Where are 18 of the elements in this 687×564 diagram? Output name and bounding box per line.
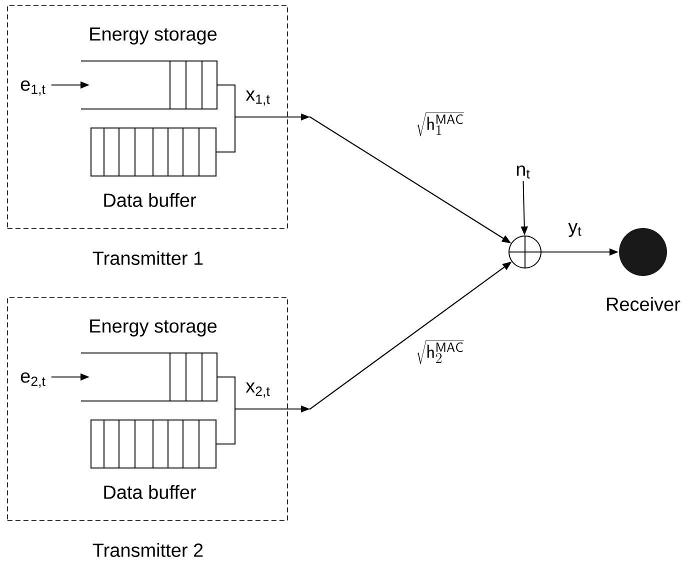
edge-label: y$_{t}$ — [567, 222, 583, 238]
node-label: Transmitter 1 — [92, 251, 203, 265]
energy-storage-queue: Energy storage — [80, 320, 218, 402]
adder-circle — [508, 236, 542, 268]
node-label: Transmitter 2 — [92, 543, 203, 557]
data-buffer-queue: Data buffer — [90, 128, 216, 207]
node-label: Receiver — [607, 297, 680, 311]
noise-label: n$_{t}$ — [516, 166, 530, 178]
edge-label: x$_{2,t}$ — [244, 381, 272, 399]
edge-label: x$_{1,t}$ — [244, 90, 272, 106]
edge-label: $\sqrt{\mathsf{h}_2^{\mathsf{MAC}}}$ — [415, 338, 465, 366]
symbol-label: e$_{2,t}$ — [20, 372, 46, 388]
edge-label: $\sqrt{\mathsf{h}_1^{\mathsf{MAC}}}$ — [415, 110, 465, 138]
symbol-label: e$_{1,t}$ — [20, 80, 46, 96]
node-label: Data buffer — [104, 193, 196, 207]
node-label: Data buffer — [104, 485, 196, 499]
data-buffer-queue: Data buffer — [90, 420, 216, 499]
energy-storage-queue: Energy storage — [80, 28, 218, 110]
